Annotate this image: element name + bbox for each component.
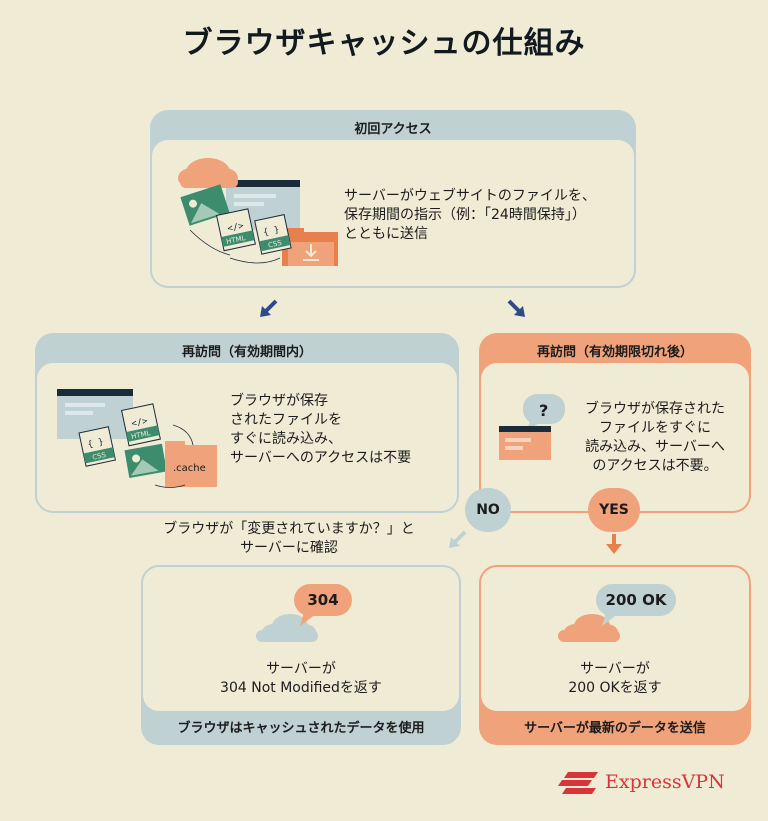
svg-text:</>: </> (131, 416, 150, 429)
cloud-icon (256, 614, 318, 642)
status-bubble-icon (596, 584, 676, 626)
svg-text:HTML: HTML (130, 429, 151, 441)
css-file-icon: { } CSS (78, 426, 117, 467)
result-304-text: サーバーが 304 Not Modifiedを返す (220, 661, 382, 696)
result-304-illustration (256, 584, 352, 642)
bubble-200: 200 OK (605, 591, 667, 609)
svg-text:CSS: CSS (267, 239, 283, 250)
image-file-icon (124, 443, 167, 478)
status-bubble-icon (294, 584, 352, 626)
result-304-footer: ブラウザはキャッシュされたデータを使用 (177, 721, 425, 736)
arrow-to-valid (260, 299, 278, 317)
revisit-expired-illustration: ? (499, 394, 565, 460)
svg-text:?: ? (539, 401, 548, 420)
revisit-valid-illustration: </> HTML { } CSS .cache (57, 389, 217, 488)
arrow-to-expired (507, 299, 525, 317)
svg-text:CSS: CSS (92, 451, 108, 462)
brand-name: ExpressVPN (605, 771, 725, 793)
expressvpn-logo-icon (558, 772, 598, 794)
cloud-icon (558, 614, 620, 642)
html-file-icon: </> HTML (215, 208, 256, 252)
svg-text:</>: </> (227, 221, 246, 234)
first-access-text: サーバーがウェブサイトのファイルを、 保存期間の指示（例：「24時間保持」） と… (344, 188, 596, 242)
revisit-valid-header: 再訪問（有効期間内） (181, 345, 312, 360)
arrow-yes-down (606, 534, 622, 554)
revisit-valid-text: ブラウザが保存 されたファイルを すぐに読み込み、 サーバーへのアクセスは不要 (230, 393, 412, 466)
decision-question: ブラウザが「変更されていますか？」と サーバーに確認 (163, 521, 415, 556)
revisit-valid-panel: 再訪問（有効期間内） (35, 333, 459, 513)
page-title: ブラウザキャッシュの仕組み (182, 26, 586, 61)
bubble-304: 304 (307, 591, 339, 609)
cache-folder-icon: .cache (165, 441, 217, 487)
css-file-icon: { } CSS (254, 214, 292, 255)
result-200-footer: サーバーが最新のデータを送信 (524, 721, 706, 736)
revisit-expired-text: ブラウザが保存された ファイルをすぐに 読み込み、サーバーへ のアクセスは不要。 (585, 401, 725, 474)
first-access-header: 初回アクセス (354, 122, 432, 137)
html-file-icon: </> HTML (120, 403, 161, 447)
svg-text:{ }: { } (87, 437, 105, 450)
result-200-illustration (558, 584, 676, 642)
download-folder-icon (282, 228, 338, 266)
yes-pill: YES (588, 488, 640, 532)
revisit-expired-header: 再訪問（有効期限切れ後） (536, 345, 693, 360)
svg-text:{ }: { } (262, 225, 280, 238)
browser-window-icon (499, 426, 551, 460)
svg-text:HTML: HTML (225, 234, 246, 246)
first-access-illustration: </> HTML { } CSS (178, 158, 338, 266)
no-pill: NO (465, 488, 511, 532)
svg-text:.cache: .cache (173, 463, 206, 474)
result-200-text: サーバーが 200 OKを返す (568, 661, 662, 696)
arrow-no-down (449, 530, 467, 548)
cloud-icon (178, 158, 238, 188)
